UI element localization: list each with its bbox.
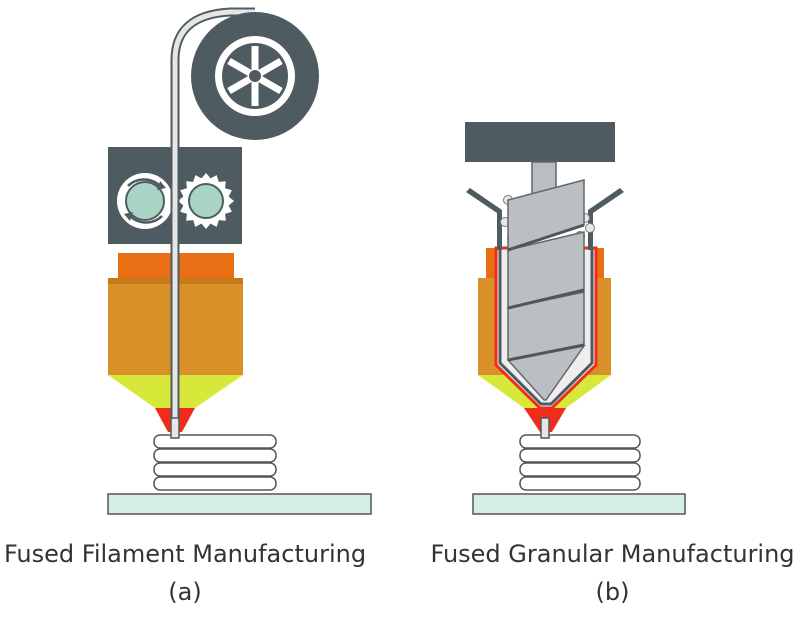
print-bed-a bbox=[107, 493, 372, 515]
panel-b-label: (b) bbox=[595, 578, 630, 606]
panel-b-title: Fused Granular Manufacturing bbox=[430, 540, 795, 568]
filament-spool-icon bbox=[191, 12, 319, 140]
printed-layers-b bbox=[519, 434, 641, 491]
panel-a-filament-extruder bbox=[107, 7, 372, 515]
panel-b-granular-extruder bbox=[465, 122, 686, 515]
extrudate-b bbox=[540, 417, 550, 439]
panel-a-title: Fused Filament Manufacturing bbox=[3, 540, 367, 568]
motor-plate bbox=[465, 122, 615, 162]
print-bed-b bbox=[472, 493, 686, 515]
drive-gear-icon bbox=[117, 173, 173, 229]
panel-a-label: (a) bbox=[168, 578, 202, 606]
idler-gear-icon bbox=[178, 173, 234, 229]
printed-layers-a bbox=[153, 434, 277, 491]
screw-extruder-icon bbox=[465, 122, 615, 401]
